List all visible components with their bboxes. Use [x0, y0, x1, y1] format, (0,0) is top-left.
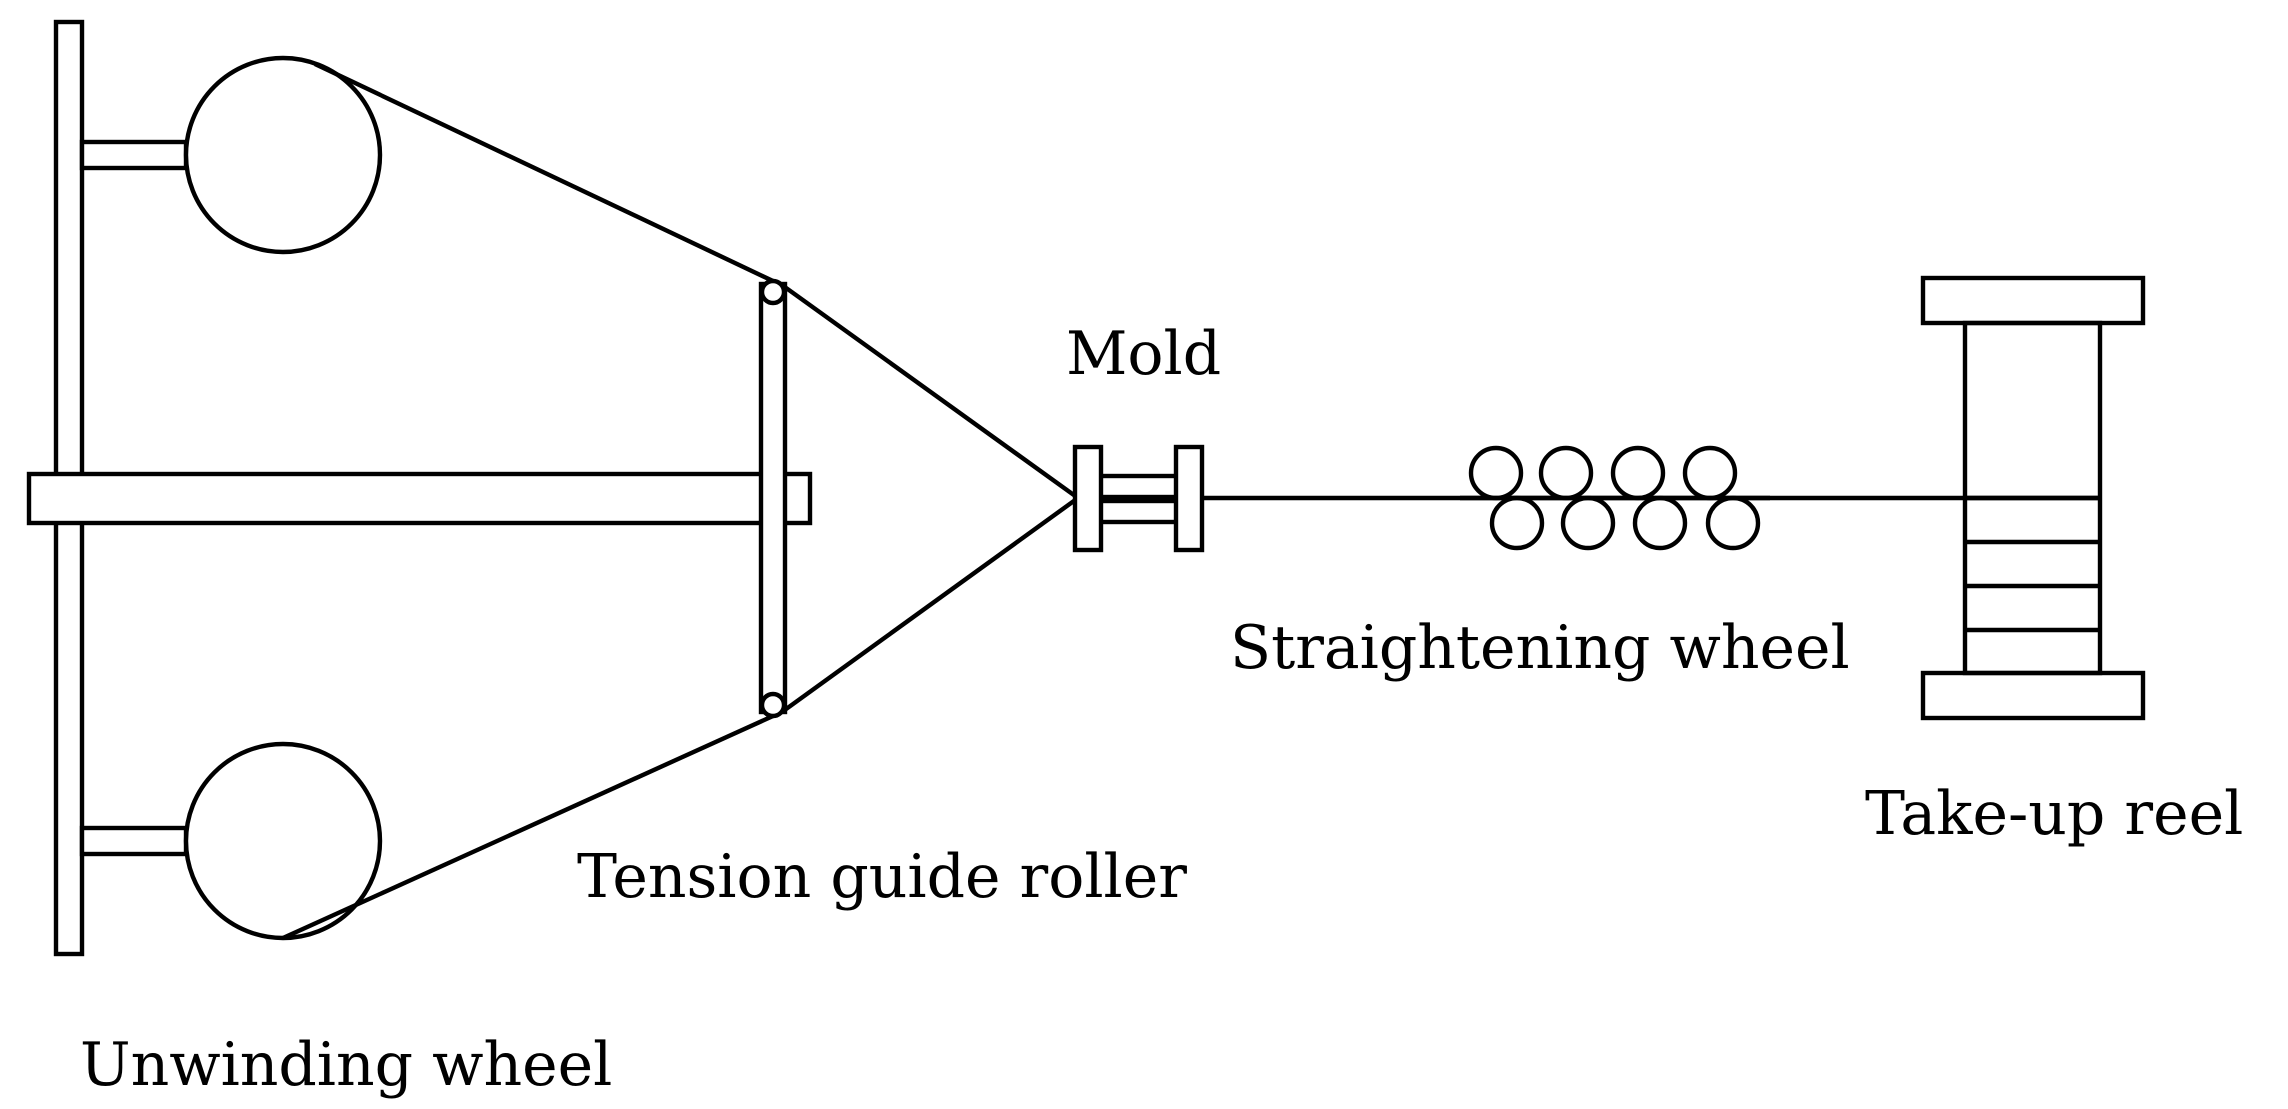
- mold: [1072, 444, 1205, 553]
- straightening-roller-bottom-4: [1705, 495, 1761, 551]
- straightening-wheel: [1460, 445, 1770, 551]
- label-unwinding-wheel: Unwinding wheel: [80, 1030, 612, 1100]
- unwinding-lower-axle: [79, 825, 189, 857]
- straightening-roller-bottom-3: [1632, 495, 1688, 551]
- wire-roller-to-mold-upper: [780, 283, 1080, 500]
- reel-bottom-flange: [1920, 670, 2146, 721]
- straightening-roller-bottom-2: [1560, 495, 1616, 551]
- straightening-roller-top-2: [1538, 445, 1594, 501]
- tension-guide-roller: [758, 278, 788, 719]
- mold-left-plate: [1072, 444, 1104, 553]
- tension-roller-post: [758, 281, 788, 715]
- tension-roller-bottom: [759, 691, 787, 719]
- straightening-roller-top-1: [1468, 445, 1524, 501]
- straightening-roller-top-4: [1682, 445, 1738, 501]
- reel-top-flange: [1920, 275, 2146, 326]
- unwinding-upper-wheel: [183, 55, 383, 255]
- horizontal-support-beam: [26, 471, 813, 526]
- mold-bar-lower: [1096, 498, 1180, 525]
- wire-upper-to-roller: [314, 62, 774, 283]
- mold-right-plate: [1173, 444, 1205, 553]
- mold-bar-upper: [1096, 473, 1180, 500]
- label-straightening-wheel: Straightening wheel: [1230, 613, 1850, 683]
- wire-lower-to-roller: [282, 713, 774, 941]
- unwinding-upper-axle: [79, 139, 189, 171]
- tension-roller-top: [759, 278, 787, 306]
- wire-roller-to-mold-lower: [780, 496, 1080, 714]
- take-up-reel: [1920, 275, 2146, 721]
- straightening-roller-top-3: [1610, 445, 1666, 501]
- straightening-roller-bottom-1: [1489, 495, 1545, 551]
- label-tension-guide-roller: Tension guide roller: [577, 842, 1187, 912]
- label-take-up-reel: Take-up reel: [1865, 779, 2243, 849]
- label-mold: Mold: [1066, 319, 1221, 389]
- unwinding-wheel-assembly: [26, 19, 813, 957]
